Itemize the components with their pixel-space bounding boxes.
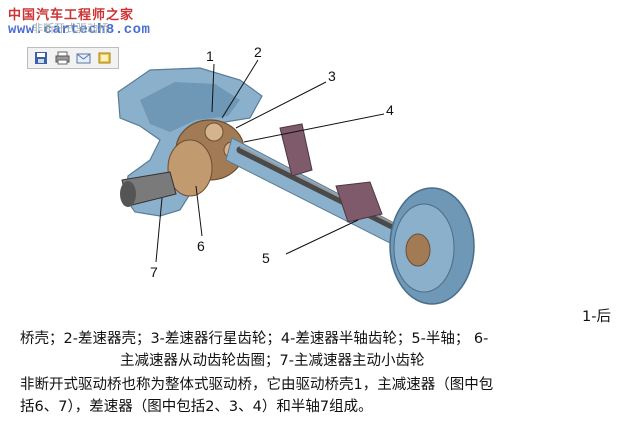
spring-seat-lower (335, 181, 383, 223)
site-watermark-url[interactable]: www.cartech8.com (8, 22, 151, 38)
print-icon[interactable] (53, 50, 71, 66)
callout-leaders (155, 59, 385, 263)
callout-5: 5 (262, 250, 270, 266)
description-line-1: 非断开式驱动桥也称为整体式驱动桥，它由驱动桥壳1，主减速器（图中包 (20, 377, 494, 393)
caption-line-1: 1-后 (582, 309, 611, 325)
callout-3: 3 (328, 68, 336, 84)
caption-line-3: 主减速器从动齿轮齿圈；7-主减速器主动小齿轮 (120, 353, 425, 369)
callout-1: 1 (206, 48, 214, 64)
callout-4: 4 (386, 102, 394, 118)
spring-seat-upper (279, 123, 313, 177)
site-watermark-cn: 中国汽车工程师之家 (8, 8, 135, 23)
description-line-2: 括6、7），差速器（图中包括2、3、4）和半轴7组成。 (20, 399, 373, 415)
half-shaft (236, 146, 424, 244)
pinion-flange (120, 181, 136, 207)
callout-6: 6 (197, 238, 205, 254)
folder-icon[interactable] (95, 50, 113, 66)
wheel-hub (405, 233, 431, 267)
faint-image-title: 非断开式驱动桥 (32, 22, 109, 35)
callout-7: 7 (150, 264, 158, 280)
half-shaft-highlight (239, 146, 421, 238)
planet-gear (204, 122, 224, 142)
ring-gear (167, 139, 213, 197)
callout-2: 2 (254, 44, 262, 60)
email-icon[interactable] (74, 50, 92, 66)
image-toolbar (27, 47, 119, 69)
drive-axle-illustration (117, 59, 475, 305)
caption-line-2: 桥壳；2-差速器壳；3-差速器行星齿轮；4-差速器半轴齿轮；5-半轴； 6- (20, 331, 489, 347)
save-icon[interactable] (32, 50, 50, 66)
housing-shadow (140, 82, 240, 132)
